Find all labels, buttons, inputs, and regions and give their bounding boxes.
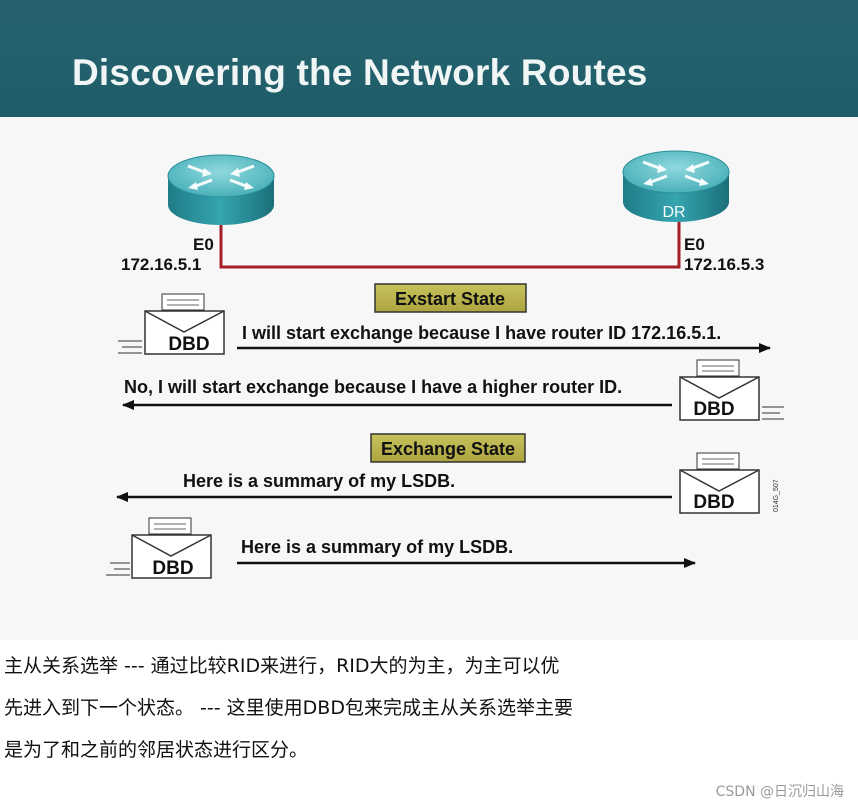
figure-code: 014G_507 [773, 479, 780, 512]
explanation-line-2: 先进入到下一个状态。 --- 这里使用DBD包来完成主从关系选举主要 [4, 697, 573, 719]
dr-badge: DR [662, 204, 685, 221]
exstart-state-label: Exstart State [395, 289, 505, 309]
dbd-label: DBD [693, 492, 734, 513]
message-3-text: Here is a summary of my LSDB. [183, 471, 455, 491]
exstart-state-box: Exstart State [374, 283, 527, 313]
left-interface-label: E0 [193, 235, 214, 254]
dbd-packet-icon: DBD [118, 293, 225, 355]
dbd-label: DBD [693, 399, 734, 420]
slide-header: Discovering the Network Routes [0, 0, 858, 117]
router-left-icon [167, 154, 275, 225]
right-ip-label: 172.16.5.3 [684, 255, 764, 274]
dbd-label: DBD [152, 558, 193, 579]
explanation-text: 主从关系选举 --- 通过比较RID来进行，RID大的为主，为主可以优 先进入到… [4, 645, 724, 771]
dbd-packet-icon: DBD [679, 359, 784, 421]
dbd-packet-icon: DBD [679, 452, 760, 514]
dbd-packet-icon: DBD [106, 517, 212, 579]
right-interface-label: E0 [684, 235, 705, 254]
message-2-text: No, I will start exchange because I have… [124, 377, 622, 397]
exchange-state-box: Exchange State [370, 433, 526, 463]
watermark: CSDN @日沉归山海 [715, 784, 844, 800]
dbd-label: DBD [168, 334, 209, 355]
left-ip-label: 172.16.5.1 [121, 255, 201, 274]
explanation-line-1: 主从关系选举 --- 通过比较RID来进行，RID大的为主，为主可以优 [4, 655, 560, 677]
ospf-diagram: DR E0 172.16.5.1 E0 172.16.5.3 Exstart S… [106, 150, 784, 579]
slide-title: Discovering the Network Routes [72, 52, 648, 93]
slide: Discovering the Network Routes [0, 0, 858, 579]
message-1-text: I will start exchange because I have rou… [242, 323, 721, 343]
explanation-line-3: 是为了和之前的邻居状态进行区分。 [4, 739, 309, 761]
router-right-icon: DR [622, 150, 730, 222]
ethernet-link [219, 210, 681, 269]
message-4-text: Here is a summary of my LSDB. [241, 537, 513, 557]
exchange-state-label: Exchange State [381, 439, 515, 459]
